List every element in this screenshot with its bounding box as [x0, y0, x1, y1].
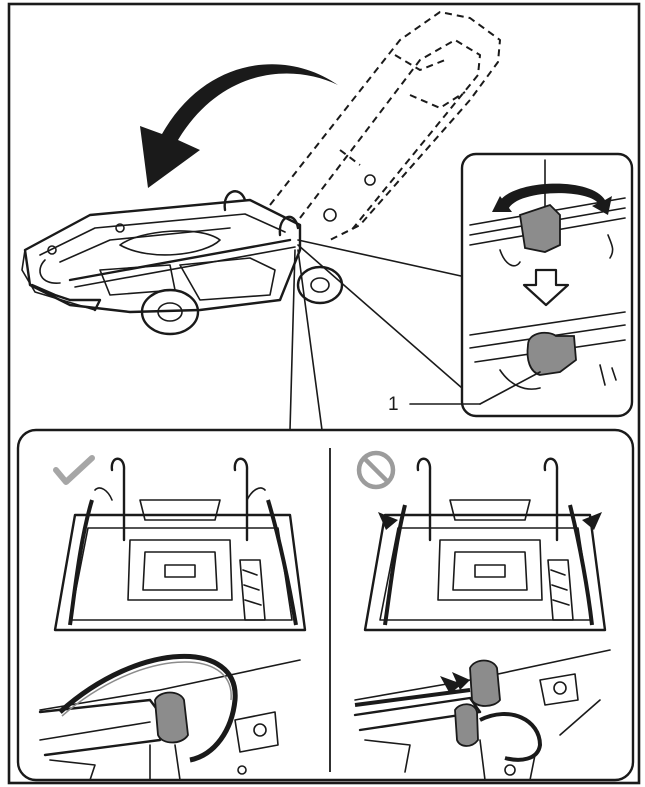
callout-1: 1	[388, 371, 541, 415]
fold-direction-arrow-icon	[140, 64, 338, 188]
correct-cable-closeup	[38, 653, 301, 781]
correct-mower-rear-view	[53, 457, 307, 632]
incorrect-cable-closeup	[353, 649, 611, 781]
down-arrow-icon	[522, 268, 570, 307]
prohibited-icon	[356, 450, 396, 490]
handle-dashed-outline	[269, 11, 501, 241]
pinch-arrow-icon	[440, 676, 462, 694]
check-icon	[53, 455, 95, 485]
comparison-panel	[16, 428, 635, 782]
pinch-arrow-icon	[582, 512, 602, 530]
outer-frame	[7, 2, 641, 785]
mower-body	[21, 190, 344, 336]
incorrect-mower-rear-view	[363, 457, 607, 632]
inset-leader-lines	[297, 239, 471, 396]
callout-number: 1	[388, 394, 399, 415]
cable-clip-inset	[460, 152, 634, 418]
pinch-arrow-icon	[452, 672, 470, 690]
pinch-arrow-icon	[378, 512, 398, 530]
rotation-arrow-icon	[492, 183, 612, 215]
panel-leader-lines	[289, 249, 323, 431]
